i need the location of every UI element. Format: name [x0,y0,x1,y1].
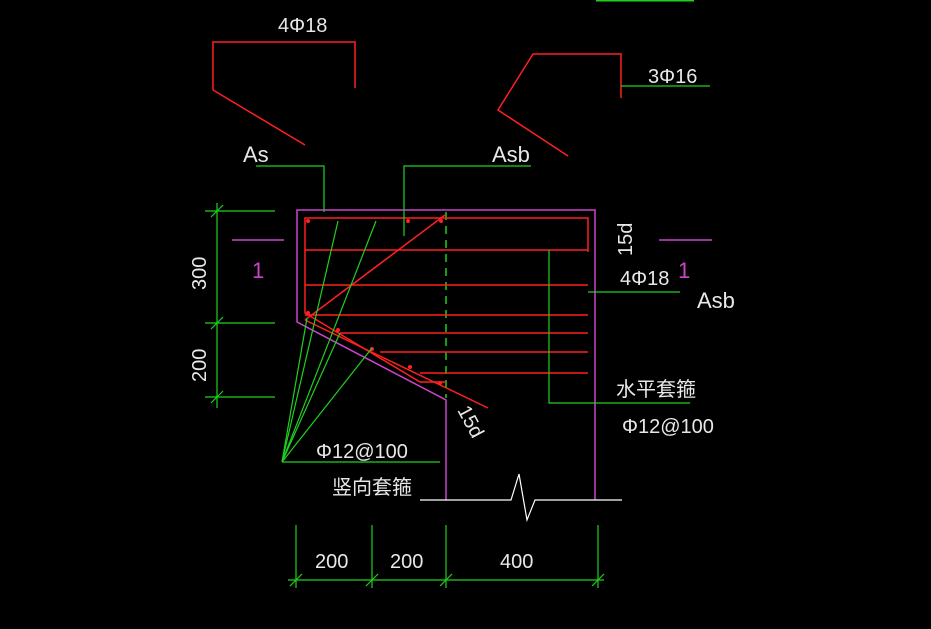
left-dimension [205,203,275,408]
label-top-right-rebar: 3Φ16 [648,66,697,88]
label-horizontal-stirrup-name: 水平套箍 [616,378,696,401]
label-as: As [243,142,269,167]
rebar-dots [306,219,443,385]
label-section-mark-left: 1 [252,258,264,283]
label-top-left-rebar: 4Φ18 [278,15,327,37]
label-dim-15d-right: 15d [615,223,637,256]
label-right-rebar: 4Φ18 [620,268,669,290]
label-asb-top: Asb [492,142,530,167]
label-dim-bottom-1: 200 [315,551,348,573]
leader-lines [256,165,690,463]
break-line [420,473,622,523]
label-dim-300: 300 [189,257,211,290]
rebar-group [304,214,589,409]
member-outline [296,209,596,500]
label-dim-bottom-2: 200 [390,551,423,573]
bottom-dimension [288,525,605,588]
label-vertical-stirrup-name: 竖向套箍 [332,476,412,499]
label-vertical-stirrup-spec: Φ12@100 [316,441,408,463]
rebar-detail-left [212,41,356,146]
label-dim-15d-slant: 15d [453,402,488,442]
rebar-detail-right [496,53,622,157]
label-section-mark-right: 1 [678,258,690,283]
label-dim-200-vert: 200 [189,349,211,382]
label-horizontal-stirrup-spec: Φ12@100 [622,416,714,438]
label-dim-bottom-3: 400 [500,551,533,573]
label-asb-right: Asb [697,288,735,313]
